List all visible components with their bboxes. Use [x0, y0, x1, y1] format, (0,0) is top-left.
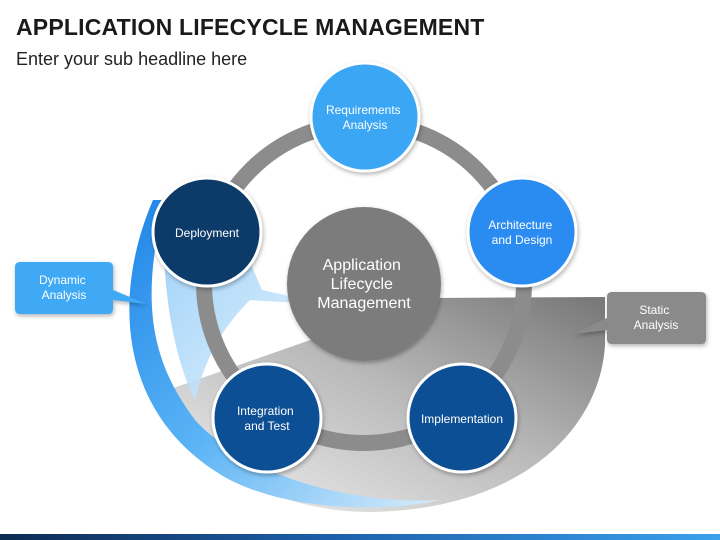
architecture-line-1: Architecture — [488, 218, 552, 232]
implementation-line-1: Implementation — [421, 412, 503, 426]
center-label-line-1: Application — [323, 257, 401, 274]
requirements-line-1: Requirements — [326, 103, 401, 117]
deployment-line-1: Deployment — [175, 226, 240, 240]
svg-text:Implementation: Implementation — [421, 412, 503, 426]
center-label: Application Lifecycle Management — [317, 257, 411, 312]
static-line-1: Static — [639, 303, 669, 317]
footer-bar — [0, 534, 720, 540]
integration-line-2: and Test — [244, 419, 290, 433]
requirements-line-2: Analysis — [343, 118, 388, 132]
dynamic-line-1: Dynamic — [39, 273, 86, 287]
node-deployment: Deployment — [151, 176, 263, 288]
svg-text:Static Analysis: Static Analysis — [634, 303, 679, 332]
svg-text:Deployment: Deployment — [175, 226, 240, 240]
svg-text:Dynamic Analysis: Dynamic Analysis — [39, 273, 89, 302]
page-subtitle: Enter your sub headline here — [16, 49, 248, 69]
center-label-line-2: Lifecycle — [331, 276, 393, 293]
svg-text:Integration and Test: Integration and Test — [237, 404, 297, 433]
page-title: APPLICATION LIFECYCLE MANAGEMENT — [16, 14, 485, 40]
svg-text:Requirements Analysis: Requirements Analysis — [326, 103, 404, 132]
node-integration-test: Integration and Test — [211, 362, 323, 474]
node-architecture-design: Architecture and Design — [466, 176, 578, 288]
node-requirements-analysis: Requirements Analysis — [309, 61, 421, 173]
dynamic-line-2: Analysis — [42, 288, 87, 302]
callout-static-analysis: Static Analysis — [573, 292, 706, 344]
center-label-line-3: Management — [317, 295, 411, 312]
node-implementation: Implementation — [406, 362, 518, 474]
integration-line-1: Integration — [237, 404, 294, 418]
static-line-2: Analysis — [634, 318, 679, 332]
callout-dynamic-analysis: Dynamic Analysis — [15, 262, 147, 314]
center-node — [287, 207, 441, 361]
svg-text:Architecture and Design: Architecture and Design — [488, 218, 555, 247]
architecture-line-2: and Design — [492, 233, 553, 247]
